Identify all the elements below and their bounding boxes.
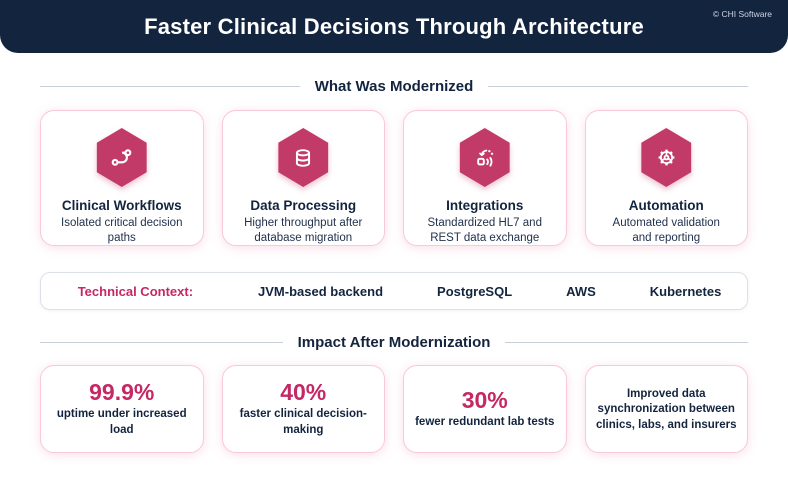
divider-line — [40, 342, 283, 343]
card-title: Automation — [628, 198, 704, 213]
modernized-cards-row: Clinical Workflows Isolated critical dec… — [40, 110, 748, 246]
technical-context-item: JVM-based backend — [258, 283, 384, 299]
gear-icon — [641, 128, 692, 187]
impact-label: fewer redundant lab tests — [415, 416, 555, 429]
feature-card-clinical-workflows: Clinical Workflows Isolated critical dec… — [40, 110, 204, 246]
page: Faster Clinical Decisions Through Archit… — [0, 0, 788, 453]
section-title: What Was Modernized — [314, 78, 474, 95]
header-bar: Faster Clinical Decisions Through Archit… — [0, 0, 788, 53]
copyright-text: © CHI Software — [712, 9, 772, 19]
divider-line — [488, 86, 748, 87]
technical-context-item: AWS — [566, 283, 596, 299]
card-description: Standardized HL7 and REST data exchange — [427, 217, 542, 245]
impact-value: 40% — [280, 379, 327, 406]
divider-line — [40, 86, 300, 87]
page-title: Faster Clinical Decisions Through Archit… — [144, 13, 644, 39]
workflow-icon — [96, 128, 147, 187]
divider-line — [505, 342, 749, 343]
section-heading-impact: Impact After Modernization — [40, 334, 749, 351]
technical-context-label: Technical Context: — [77, 283, 194, 299]
card-description: Higher throughput after database migrati… — [244, 217, 363, 245]
impact-card-lab-tests: 30% fewer redundant lab tests — [403, 365, 567, 453]
technical-context-item: Kubernetes — [649, 283, 722, 299]
database-icon — [278, 128, 329, 187]
data-exchange-icon — [459, 128, 510, 187]
card-description: Automated validation and reporting — [612, 217, 720, 245]
hexagon-badge — [458, 128, 511, 187]
hexagon-badge — [277, 128, 330, 187]
hexagon-badge — [95, 128, 148, 187]
card-title: Clinical Workflows — [61, 198, 182, 213]
feature-card-automation: Automation Automated validation and repo… — [584, 110, 748, 246]
impact-label: uptime under increased load — [56, 408, 187, 436]
section-heading-modernized: What Was Modernized — [40, 78, 748, 95]
hexagon-badge — [640, 128, 693, 187]
impact-value: 30% — [461, 386, 508, 413]
impact-card-decision-speed: 40% faster clinical decision-making — [221, 365, 385, 453]
card-title: Integrations — [446, 198, 524, 213]
section-title: Impact After Modernization — [297, 334, 491, 351]
impact-label: Improved data synchronization between cl… — [595, 388, 737, 431]
impact-card-synchronization: Improved data synchronization between cl… — [584, 365, 748, 453]
impact-cards-row: 99.9% uptime under increased load 40% fa… — [40, 365, 748, 453]
technical-context-item: PostgreSQL — [437, 283, 513, 299]
card-title: Data Processing — [250, 198, 357, 213]
impact-value: 99.9% — [89, 379, 155, 406]
technical-context-bar: Technical Context: JVM-based backend Pos… — [40, 272, 748, 310]
impact-label: faster clinical decision-making — [239, 408, 367, 436]
card-description: Isolated critical decision paths — [61, 217, 183, 245]
impact-card-uptime: 99.9% uptime under increased load — [40, 365, 204, 453]
feature-card-data-processing: Data Processing Higher throughput after … — [221, 110, 385, 246]
feature-card-integrations: Integrations Standardized HL7 and REST d… — [403, 110, 567, 246]
